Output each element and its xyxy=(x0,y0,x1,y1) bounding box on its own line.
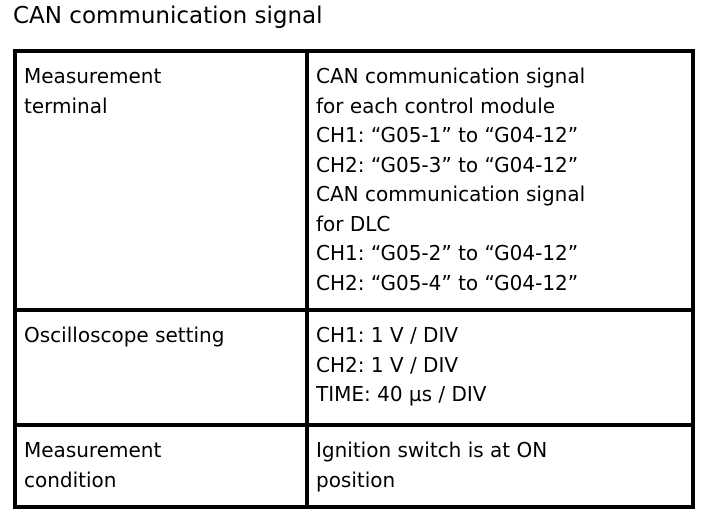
value-line: CH2: “G05-4” to “G04-12” xyxy=(316,270,579,295)
value-line: CH2: “G05-3” to “G04-12” xyxy=(316,152,579,177)
measurement-spec-table: Measurement terminal CAN communication s… xyxy=(13,49,695,509)
table-row: Oscilloscope setting CH1: 1 V / DIV CH2:… xyxy=(13,308,695,427)
table-cell-value: CAN communication signal for each contro… xyxy=(305,49,695,312)
table-cell-label: Oscilloscope setting xyxy=(13,308,309,427)
value-line: position xyxy=(316,467,396,492)
label-line: terminal xyxy=(24,93,108,118)
value-line: CH2: 1 V / DIV xyxy=(316,352,459,377)
value-line: for each control module xyxy=(316,93,556,118)
value-line: CAN communication signal xyxy=(316,182,586,206)
value-line: CH1: “G05-1” to “G04-12” xyxy=(316,123,579,147)
table-cell-value: CH1: 1 V / DIV CH2: 1 V / DIV TIME: 40 µ… xyxy=(305,308,695,427)
value-line: Ignition switch is at ON xyxy=(316,438,548,462)
value-line: CH1: 1 V / DIV xyxy=(316,323,459,347)
label-line: condition xyxy=(24,467,117,492)
table-cell-value: Ignition switch is at ON position xyxy=(305,423,695,509)
table-cell-label: Measurement condition xyxy=(13,423,309,509)
table-row: Measurement terminal CAN communication s… xyxy=(13,49,695,312)
value-line: CH1: “G05-2” to “G04-12” xyxy=(316,241,579,265)
label-line: Measurement xyxy=(24,438,162,462)
value-line: for DLC xyxy=(316,211,391,236)
table-cell-label: Measurement terminal xyxy=(13,49,309,312)
page-title: CAN communication signal xyxy=(13,3,323,29)
table-row: Measurement condition Ignition switch is… xyxy=(13,423,695,509)
value-line: CAN communication signal xyxy=(316,64,586,88)
label-line: Oscilloscope setting xyxy=(24,323,225,347)
label-line: Measurement xyxy=(24,64,162,88)
value-line: TIME: 40 µs / DIV xyxy=(316,382,487,406)
